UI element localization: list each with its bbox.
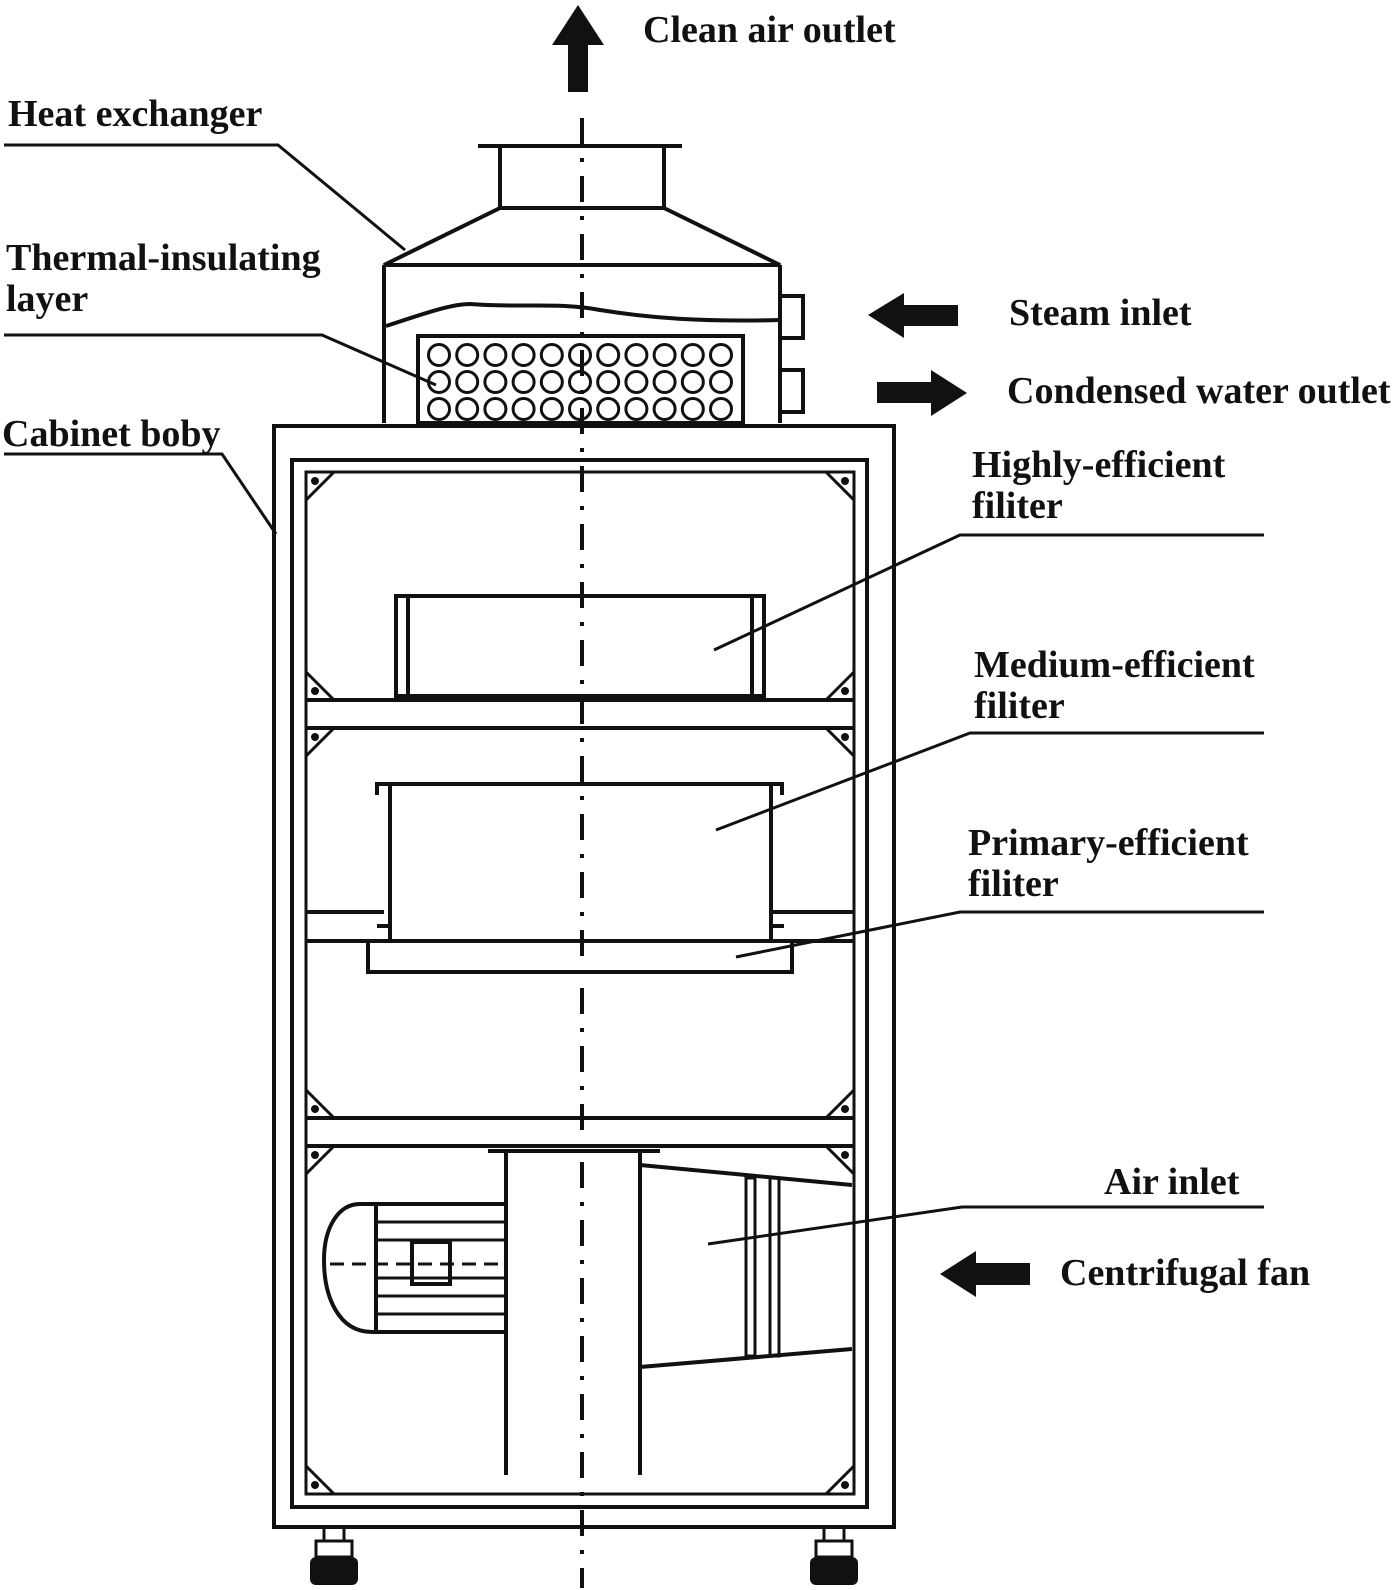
label-thermal-insulating-layer: layer: [6, 278, 88, 320]
tube-circle-icon: [539, 397, 564, 421]
tube-circle-icon: [539, 370, 564, 394]
bolt-dot-icon: [841, 477, 849, 485]
tube-circle-icon: [652, 397, 677, 421]
centrifugal-fan-assembly: [488, 1149, 853, 1475]
label-cabinet-body: Cabinet boby: [2, 413, 221, 455]
foot-pad-icon: [810, 1557, 858, 1585]
air-inlet-arrow-icon: [940, 1251, 1030, 1297]
label-medium-efficient: Medium-efficient: [974, 644, 1255, 686]
tube-circle-icon: [624, 397, 649, 421]
corner-bracket-icon: [822, 1086, 856, 1120]
bolt-dot-icon: [311, 1105, 319, 1113]
leader-lines: [4, 143, 1264, 1246]
corner-bracket-icon: [822, 726, 856, 760]
tube-circle-icon: [483, 370, 508, 394]
tube-circle-icon: [427, 343, 451, 367]
bolt-dot-icon: [841, 733, 849, 741]
foot-nut-icon: [314, 1539, 354, 1559]
tube-circle-icon: [511, 370, 536, 394]
heat-exchanger-unit: [382, 144, 805, 425]
foot-stem-icon: [822, 1525, 846, 1543]
label-heat-exchanger: Heat exchanger: [8, 93, 262, 135]
tube-circle-icon: [652, 370, 677, 394]
label-highly-efficient-filter: filiter: [972, 485, 1063, 527]
condensed-water-arrow-icon: [877, 370, 967, 416]
tube-circle-icon: [539, 343, 564, 367]
tube-circle-icon: [624, 343, 649, 367]
steam-inlet-arrow-icon: [868, 293, 958, 338]
fan-motor: [321, 1202, 506, 1334]
tube-circle-icon: [709, 343, 733, 367]
tube-circle-icon: [680, 397, 705, 421]
tube-circle-icon: [455, 370, 480, 394]
tube-circle-icon: [680, 370, 705, 394]
label-clean-air-outlet: Clean air outlet: [643, 9, 896, 51]
corner-bracket-icon: [304, 726, 338, 760]
corner-bracket-icon: [304, 1462, 338, 1496]
tube-circle-icon: [511, 397, 536, 421]
label-primary-efficient: Primary-efficient: [968, 822, 1249, 864]
bolt-dot-icon: [841, 1481, 849, 1489]
corner-bracket-icon: [304, 1144, 338, 1178]
bolt-dot-icon: [841, 1105, 849, 1113]
tube-circle-icon: [596, 343, 621, 367]
corner-bracket-icon: [822, 1462, 856, 1496]
bolt-dot-icon: [841, 687, 849, 695]
bolt-dot-icon: [311, 1151, 319, 1159]
tube-circle-icon: [709, 370, 733, 394]
label-steam-inlet: Steam inlet: [1009, 292, 1192, 334]
bolt-dot-icon: [311, 687, 319, 695]
label-thermal-insulating: Thermal-insulating: [6, 237, 321, 279]
tube-circle-icon: [455, 343, 480, 367]
clean-air-arrow-icon: [552, 5, 604, 92]
tube-circle-icon: [427, 397, 451, 421]
label-condensed-water-outlet: Condensed water outlet: [1007, 370, 1391, 412]
tube-circle-icon: [680, 343, 705, 367]
leveling-feet: [310, 1525, 858, 1585]
bolt-dot-icon: [311, 477, 319, 485]
tube-circle-icon: [511, 343, 536, 367]
tube-circle-icon: [596, 397, 621, 421]
bolt-dot-icon: [841, 1151, 849, 1159]
corner-bracket-icon: [822, 668, 856, 702]
tube-circle-icon: [483, 397, 508, 421]
corner-bracket-icon: [304, 1086, 338, 1120]
tube-circle-icon: [624, 370, 649, 394]
tube-circle-icon: [483, 343, 508, 367]
medium-efficient-filter: [375, 782, 784, 940]
heat-exchanger-tubes-icon: [427, 343, 733, 421]
tube-circle-icon: [596, 370, 621, 394]
label-medium-efficient-filter: filiter: [974, 685, 1065, 727]
label-primary-efficient-filter: filiter: [968, 863, 1059, 905]
corner-bracket-icon: [822, 470, 856, 504]
tube-circle-icon: [455, 397, 480, 421]
foot-stem-icon: [322, 1525, 346, 1543]
bolt-dot-icon: [311, 1481, 319, 1489]
bolt-dot-icon: [311, 733, 319, 741]
tube-circle-icon: [709, 397, 733, 421]
corner-bracket-icon: [822, 1144, 856, 1178]
label-centrifugal-fan: Centrifugal fan: [1060, 1252, 1310, 1294]
corner-bracket-icon: [304, 668, 338, 702]
foot-nut-icon: [814, 1539, 854, 1559]
corner-bracket-icon: [304, 470, 338, 504]
label-highly-efficient: Highly-efficient: [972, 444, 1226, 486]
label-air-inlet: Air inlet: [1104, 1161, 1240, 1203]
tube-circle-icon: [652, 343, 677, 367]
foot-pad-icon: [310, 1557, 358, 1585]
